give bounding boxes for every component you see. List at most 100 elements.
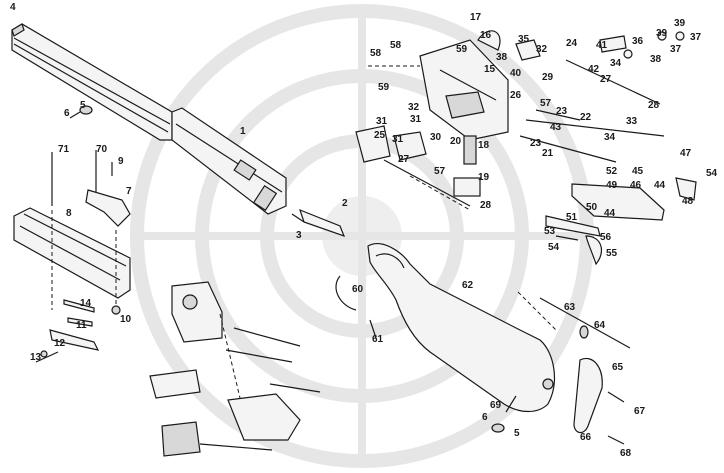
callout-6: 6 (482, 412, 488, 423)
callout-3: 3 (296, 230, 302, 241)
callout-4: 4 (10, 2, 16, 13)
callout-53: 53 (544, 226, 556, 237)
callout-19: 19 (478, 172, 490, 183)
callout-12: 12 (54, 338, 66, 349)
stock-part (367, 243, 555, 413)
callout-70: 70 (96, 144, 108, 155)
callout-6: 6 (64, 108, 70, 119)
callout-5: 5 (514, 428, 520, 439)
barrel-part (11, 23, 173, 141)
callout-58: 58 (390, 40, 402, 51)
barrel-band-part (291, 208, 346, 238)
callout-48: 48 (682, 196, 694, 207)
callout-55: 55 (606, 248, 618, 259)
callout-labels: 4 5 6 1 71 70 9 7 8 2 3 10 14 11 12 13 1… (10, 2, 718, 459)
callout-32: 32 (536, 44, 548, 55)
callout-10: 10 (120, 314, 132, 325)
callout-17: 17 (470, 12, 482, 23)
callout-5: 5 (80, 100, 86, 111)
callout-49: 49 (606, 180, 618, 191)
callout-52: 52 (606, 166, 618, 177)
callout-11: 11 (76, 320, 87, 331)
callout-69: 69 (490, 400, 502, 411)
callout-14: 14 (80, 298, 92, 309)
lock-parts (355, 65, 481, 211)
callout-58: 58 (370, 48, 382, 59)
callout-50: 50 (586, 202, 598, 213)
callout-27: 27 (600, 74, 612, 85)
callout-62: 62 (462, 280, 474, 291)
callout-23: 23 (556, 106, 568, 117)
callout-41: 41 (596, 40, 608, 51)
callout-46: 46 (630, 180, 642, 191)
callout-21: 21 (542, 148, 554, 159)
callout-68: 68 (620, 448, 632, 459)
butt-plate-part (573, 357, 625, 445)
callout-24: 24 (566, 38, 578, 49)
callout-7: 7 (126, 186, 132, 197)
forend-latch-part (35, 299, 100, 363)
callout-32: 32 (408, 102, 420, 113)
callout-20: 20 (450, 136, 462, 147)
callout-39: 39 (674, 18, 686, 29)
callout-36: 36 (632, 36, 644, 47)
callout-16: 16 (480, 30, 492, 41)
callout-63: 63 (564, 302, 576, 313)
callout-31: 31 (410, 114, 422, 125)
callout-38: 38 (650, 54, 662, 65)
callout-42: 42 (588, 64, 600, 75)
callout-31: 31 (392, 134, 404, 145)
callout-64: 64 (594, 320, 606, 331)
forearm-hardware (51, 150, 131, 315)
callout-8: 8 (66, 208, 72, 219)
callout-29: 29 (542, 72, 554, 83)
callout-57: 57 (434, 166, 446, 177)
callout-33: 33 (626, 116, 638, 127)
callout-44: 44 (654, 180, 666, 191)
callout-43: 43 (550, 122, 562, 133)
callout-2: 2 (342, 198, 348, 209)
callout-18: 18 (478, 140, 490, 151)
callout-60: 60 (352, 284, 364, 295)
callout-1: 1 (240, 126, 246, 137)
action-block-part (419, 30, 509, 141)
callout-67: 67 (634, 406, 646, 417)
callout-31: 31 (376, 116, 388, 127)
callout-37: 37 (670, 44, 682, 55)
callout-27: 27 (398, 154, 410, 165)
callout-47: 47 (680, 148, 692, 159)
callout-51: 51 (566, 212, 578, 223)
callout-39: 39 (656, 28, 668, 39)
callout-34: 34 (604, 132, 616, 143)
safety-assembly-part (545, 177, 697, 266)
callout-59: 59 (456, 44, 468, 55)
callout-37: 37 (690, 32, 702, 43)
callout-28: 28 (648, 100, 660, 111)
callout-54: 54 (706, 168, 718, 179)
callout-54: 54 (548, 242, 560, 253)
callout-13: 13 (30, 352, 42, 363)
screw-part (69, 105, 93, 119)
callout-30: 30 (430, 132, 442, 143)
callout-56: 56 (600, 232, 612, 243)
callout-44: 44 (604, 208, 616, 219)
lower-action-detail (149, 281, 321, 457)
callout-57: 57 (540, 98, 552, 109)
receiver-part (171, 107, 287, 215)
callout-71: 71 (58, 144, 70, 155)
callout-61: 61 (372, 334, 384, 345)
trigger-rods (515, 31, 685, 163)
callout-28: 28 (480, 200, 492, 211)
callout-38: 38 (496, 52, 508, 63)
callout-26: 26 (510, 90, 522, 101)
callout-23: 23 (530, 138, 542, 149)
callout-65: 65 (612, 362, 624, 373)
callout-15: 15 (484, 64, 496, 75)
forearm-part (13, 207, 131, 299)
callout-66: 66 (580, 432, 592, 443)
callout-25: 25 (374, 130, 386, 141)
callout-45: 45 (632, 166, 644, 177)
callout-22: 22 (580, 112, 592, 123)
stock-hardware (335, 275, 631, 433)
